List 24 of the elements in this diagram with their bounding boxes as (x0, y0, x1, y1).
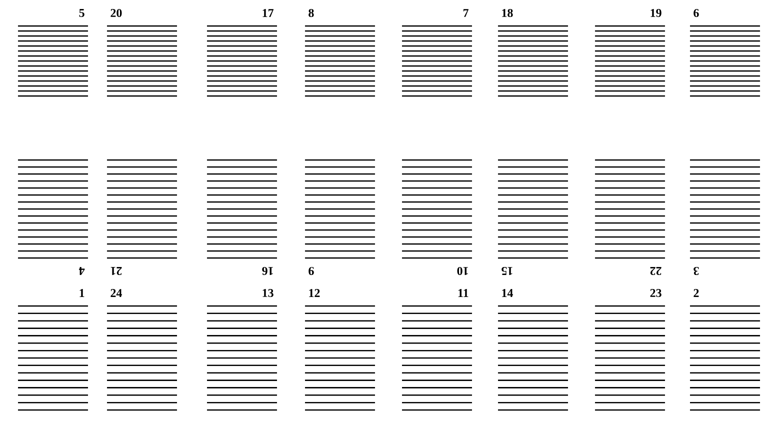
page-block: 5 (18, 9, 88, 97)
page-block: 2 (690, 289, 760, 411)
page-block: 22 (595, 159, 665, 275)
page-block: 9 (305, 159, 375, 276)
page-block: 23 (595, 288, 665, 411)
page-block: 19 (595, 8, 665, 97)
page-block: 6 (690, 8, 760, 97)
page-block: 11 (402, 289, 472, 411)
page-block: 15 (498, 159, 568, 276)
page-block: 14 (498, 289, 568, 411)
page-block: 17 (207, 9, 277, 97)
page-block: 18 (498, 8, 568, 97)
page-block: 7 (402, 9, 472, 97)
page-block: 16 (207, 159, 277, 276)
page-block: 24 (107, 289, 177, 411)
page-block: 8 (305, 8, 375, 97)
page-block: 21 (107, 159, 177, 275)
page-block: 12 (305, 289, 375, 411)
page-block: 20 (107, 8, 177, 97)
page-block: 13 (207, 288, 277, 411)
page-block: 10 (402, 159, 472, 276)
page-block: 1 (18, 289, 88, 411)
page-block: 4 (18, 159, 88, 275)
page-block: 3 (690, 159, 760, 276)
